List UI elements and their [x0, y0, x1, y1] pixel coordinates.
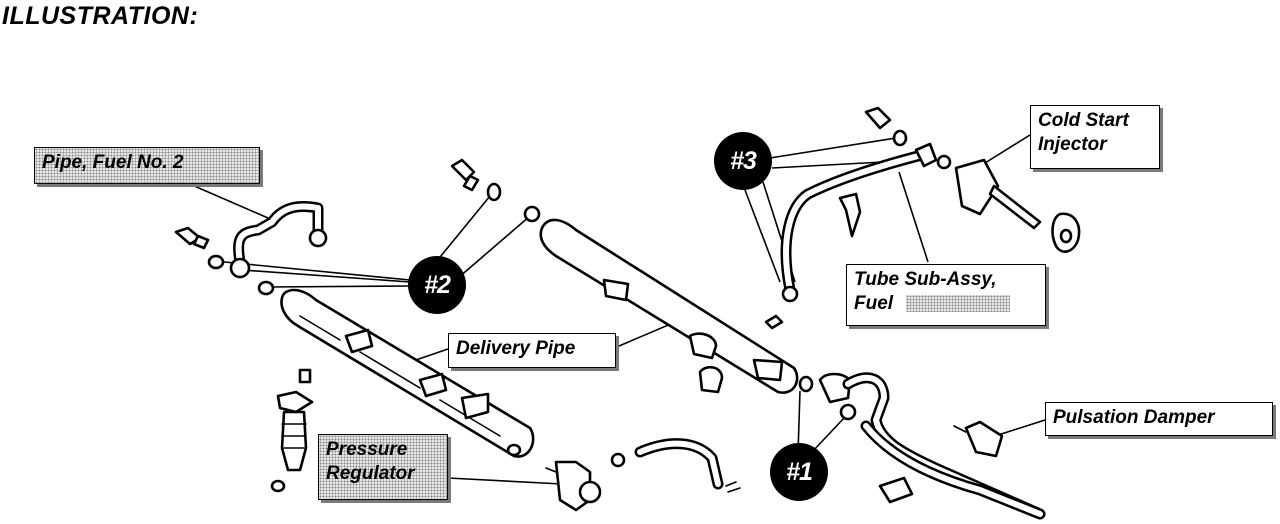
leader-three-to-washer — [769, 137, 897, 159]
leader-tube-sub-assy — [898, 171, 929, 263]
leader-two-to-washer-c — [265, 285, 411, 288]
leader-one-to-washer-b — [811, 416, 846, 453]
label-pulsation-damper: Pulsation Damper — [1045, 402, 1273, 436]
illustration-heading: ILLUSTRATION: — [2, 2, 199, 30]
badge-three: #3 — [714, 132, 772, 190]
leader-three-to-gasket-a — [744, 189, 781, 283]
union-bolt-top-right — [864, 106, 952, 170]
union-bolt-upper — [450, 158, 541, 223]
fuel-injector — [270, 368, 314, 493]
label-delivery-pipe: Delivery Pipe — [448, 333, 616, 368]
badge-two: #2 — [408, 256, 466, 314]
leader-two-to-washer-b — [241, 269, 411, 283]
leader-pressure-regulator — [447, 477, 563, 485]
leader-two-to-washer-d — [435, 195, 491, 263]
pressure-regulator-part — [545, 438, 741, 512]
badge-one: #1 — [770, 443, 828, 501]
label-pressure-regulator: Pressure Regulator — [318, 434, 448, 500]
delivery-pipe-right — [539, 218, 799, 394]
leader-lines — [191, 134, 1046, 485]
fuel-pipe-no1 — [798, 372, 1046, 520]
label-cold-start-injector: Cold Start Injector — [1030, 105, 1160, 169]
label-tube-sub-assy-fuel: Tube Sub-Assy, Fuel — [846, 264, 1046, 326]
union-bolt-left — [174, 226, 275, 296]
leader-cold-start-injector — [984, 134, 1031, 164]
cold-start-injector-part — [954, 158, 1081, 253]
leader-pulsation-damper — [994, 419, 1046, 437]
pulsation-damper-part — [953, 420, 1004, 458]
label-pipe-fuel-no2: Pipe, Fuel No. 2 — [34, 147, 260, 184]
leader-pipe-fuel-no2 — [191, 184, 269, 219]
tube-label-shading — [906, 295, 1011, 313]
leader-one-to-washer-a — [797, 390, 801, 454]
fuel-pipe-no2 — [229, 201, 328, 279]
leader-two-to-washer-e — [457, 215, 531, 279]
delivery-pipe-left — [280, 288, 535, 458]
fuel-tube-sub-assy — [764, 142, 938, 330]
